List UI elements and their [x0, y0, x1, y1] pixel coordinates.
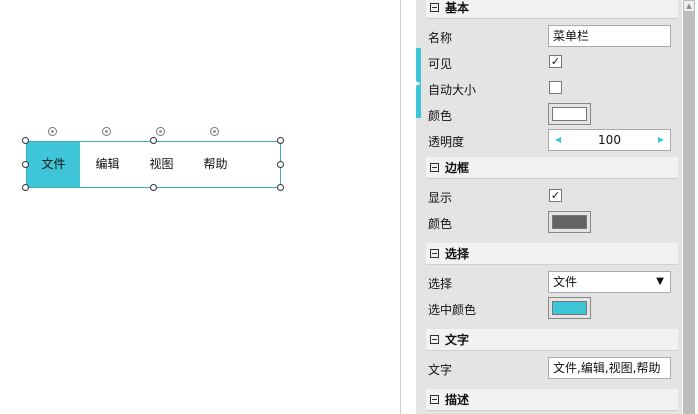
chevron-down-icon[interactable]: ▼: [656, 276, 664, 287]
menu-item-view[interactable]: 视图: [149, 157, 174, 171]
scrollbar[interactable]: [683, 0, 695, 414]
design-canvas[interactable]: 文件 编辑 视图 帮助: [0, 0, 400, 414]
color-label: 颜色: [428, 109, 453, 123]
name-input[interactable]: 菜单栏: [548, 25, 671, 47]
resize-handle[interactable]: [22, 161, 29, 168]
select-dropdown[interactable]: 文件 ▼: [548, 271, 671, 293]
select-value: 文件: [553, 275, 578, 289]
item-anchor-icon[interactable]: [48, 127, 57, 136]
selected-color-picker[interactable]: [548, 297, 591, 319]
resize-handle[interactable]: [22, 184, 29, 191]
menu-bar-widget[interactable]: 文件 编辑 视图 帮助: [26, 141, 281, 188]
panel-collapse-handle[interactable]: ▶: [416, 48, 421, 118]
resize-handle[interactable]: [277, 161, 284, 168]
selected-color-label: 选中颜色: [428, 303, 477, 317]
collapse-icon[interactable]: [430, 395, 439, 404]
menu-item-edit[interactable]: 编辑: [95, 157, 120, 171]
item-anchor-icon[interactable]: [156, 127, 165, 136]
visible-label: 可见: [428, 57, 453, 71]
resize-handle[interactable]: [22, 137, 29, 144]
collapse-icon[interactable]: [430, 3, 439, 12]
section-description[interactable]: 描述: [426, 389, 678, 411]
text-input[interactable]: 文件,编辑,视图,帮助: [548, 357, 671, 379]
menu-item-help[interactable]: 帮助: [203, 157, 228, 171]
select-label: 选择: [428, 277, 453, 291]
border-color-picker[interactable]: [548, 211, 591, 233]
opacity-value[interactable]: 100: [598, 133, 621, 147]
section-title: 描述: [445, 393, 470, 407]
background-color-picker[interactable]: [548, 103, 591, 125]
item-anchor-icon[interactable]: [210, 127, 219, 136]
visible-checkbox[interactable]: ✓: [549, 55, 562, 68]
autosize-label: 自动大小: [428, 83, 477, 97]
resize-handle[interactable]: [150, 137, 157, 144]
opacity-label: 透明度: [428, 135, 465, 149]
text-label: 文字: [428, 363, 453, 377]
resize-handle[interactable]: [150, 184, 157, 191]
arrow-right-icon: ▶: [416, 80, 421, 87]
section-title: 文字: [445, 333, 470, 347]
show-border-checkbox[interactable]: ✓: [549, 189, 562, 202]
autosize-checkbox[interactable]: [549, 81, 562, 94]
decrement-icon[interactable]: ◀: [555, 135, 562, 144]
collapse-icon[interactable]: [430, 249, 439, 258]
divider: [400, 0, 401, 414]
border-color-label: 颜色: [428, 217, 453, 231]
resize-handle[interactable]: [277, 184, 284, 191]
section-border[interactable]: 边框: [426, 157, 678, 179]
item-anchor-icon[interactable]: [102, 127, 111, 136]
section-title: 边框: [445, 161, 470, 175]
section-text[interactable]: 文字: [426, 329, 678, 351]
collapse-icon[interactable]: [430, 163, 439, 172]
increment-icon[interactable]: ▶: [657, 135, 664, 144]
menu-item-file[interactable]: 文件: [27, 142, 80, 187]
name-label: 名称: [428, 31, 453, 45]
resize-handle[interactable]: [277, 137, 284, 144]
show-border-label: 显示: [428, 191, 453, 205]
section-select[interactable]: 选择: [426, 243, 678, 265]
opacity-stepper[interactable]: ◀ 100 ▶: [548, 129, 671, 151]
section-title: 基本: [445, 1, 470, 15]
scroll-up-icon[interactable]: ▲: [683, 0, 695, 12]
collapse-icon[interactable]: [430, 335, 439, 344]
section-title: 选择: [445, 247, 470, 261]
section-basic[interactable]: 基本: [426, 0, 678, 19]
